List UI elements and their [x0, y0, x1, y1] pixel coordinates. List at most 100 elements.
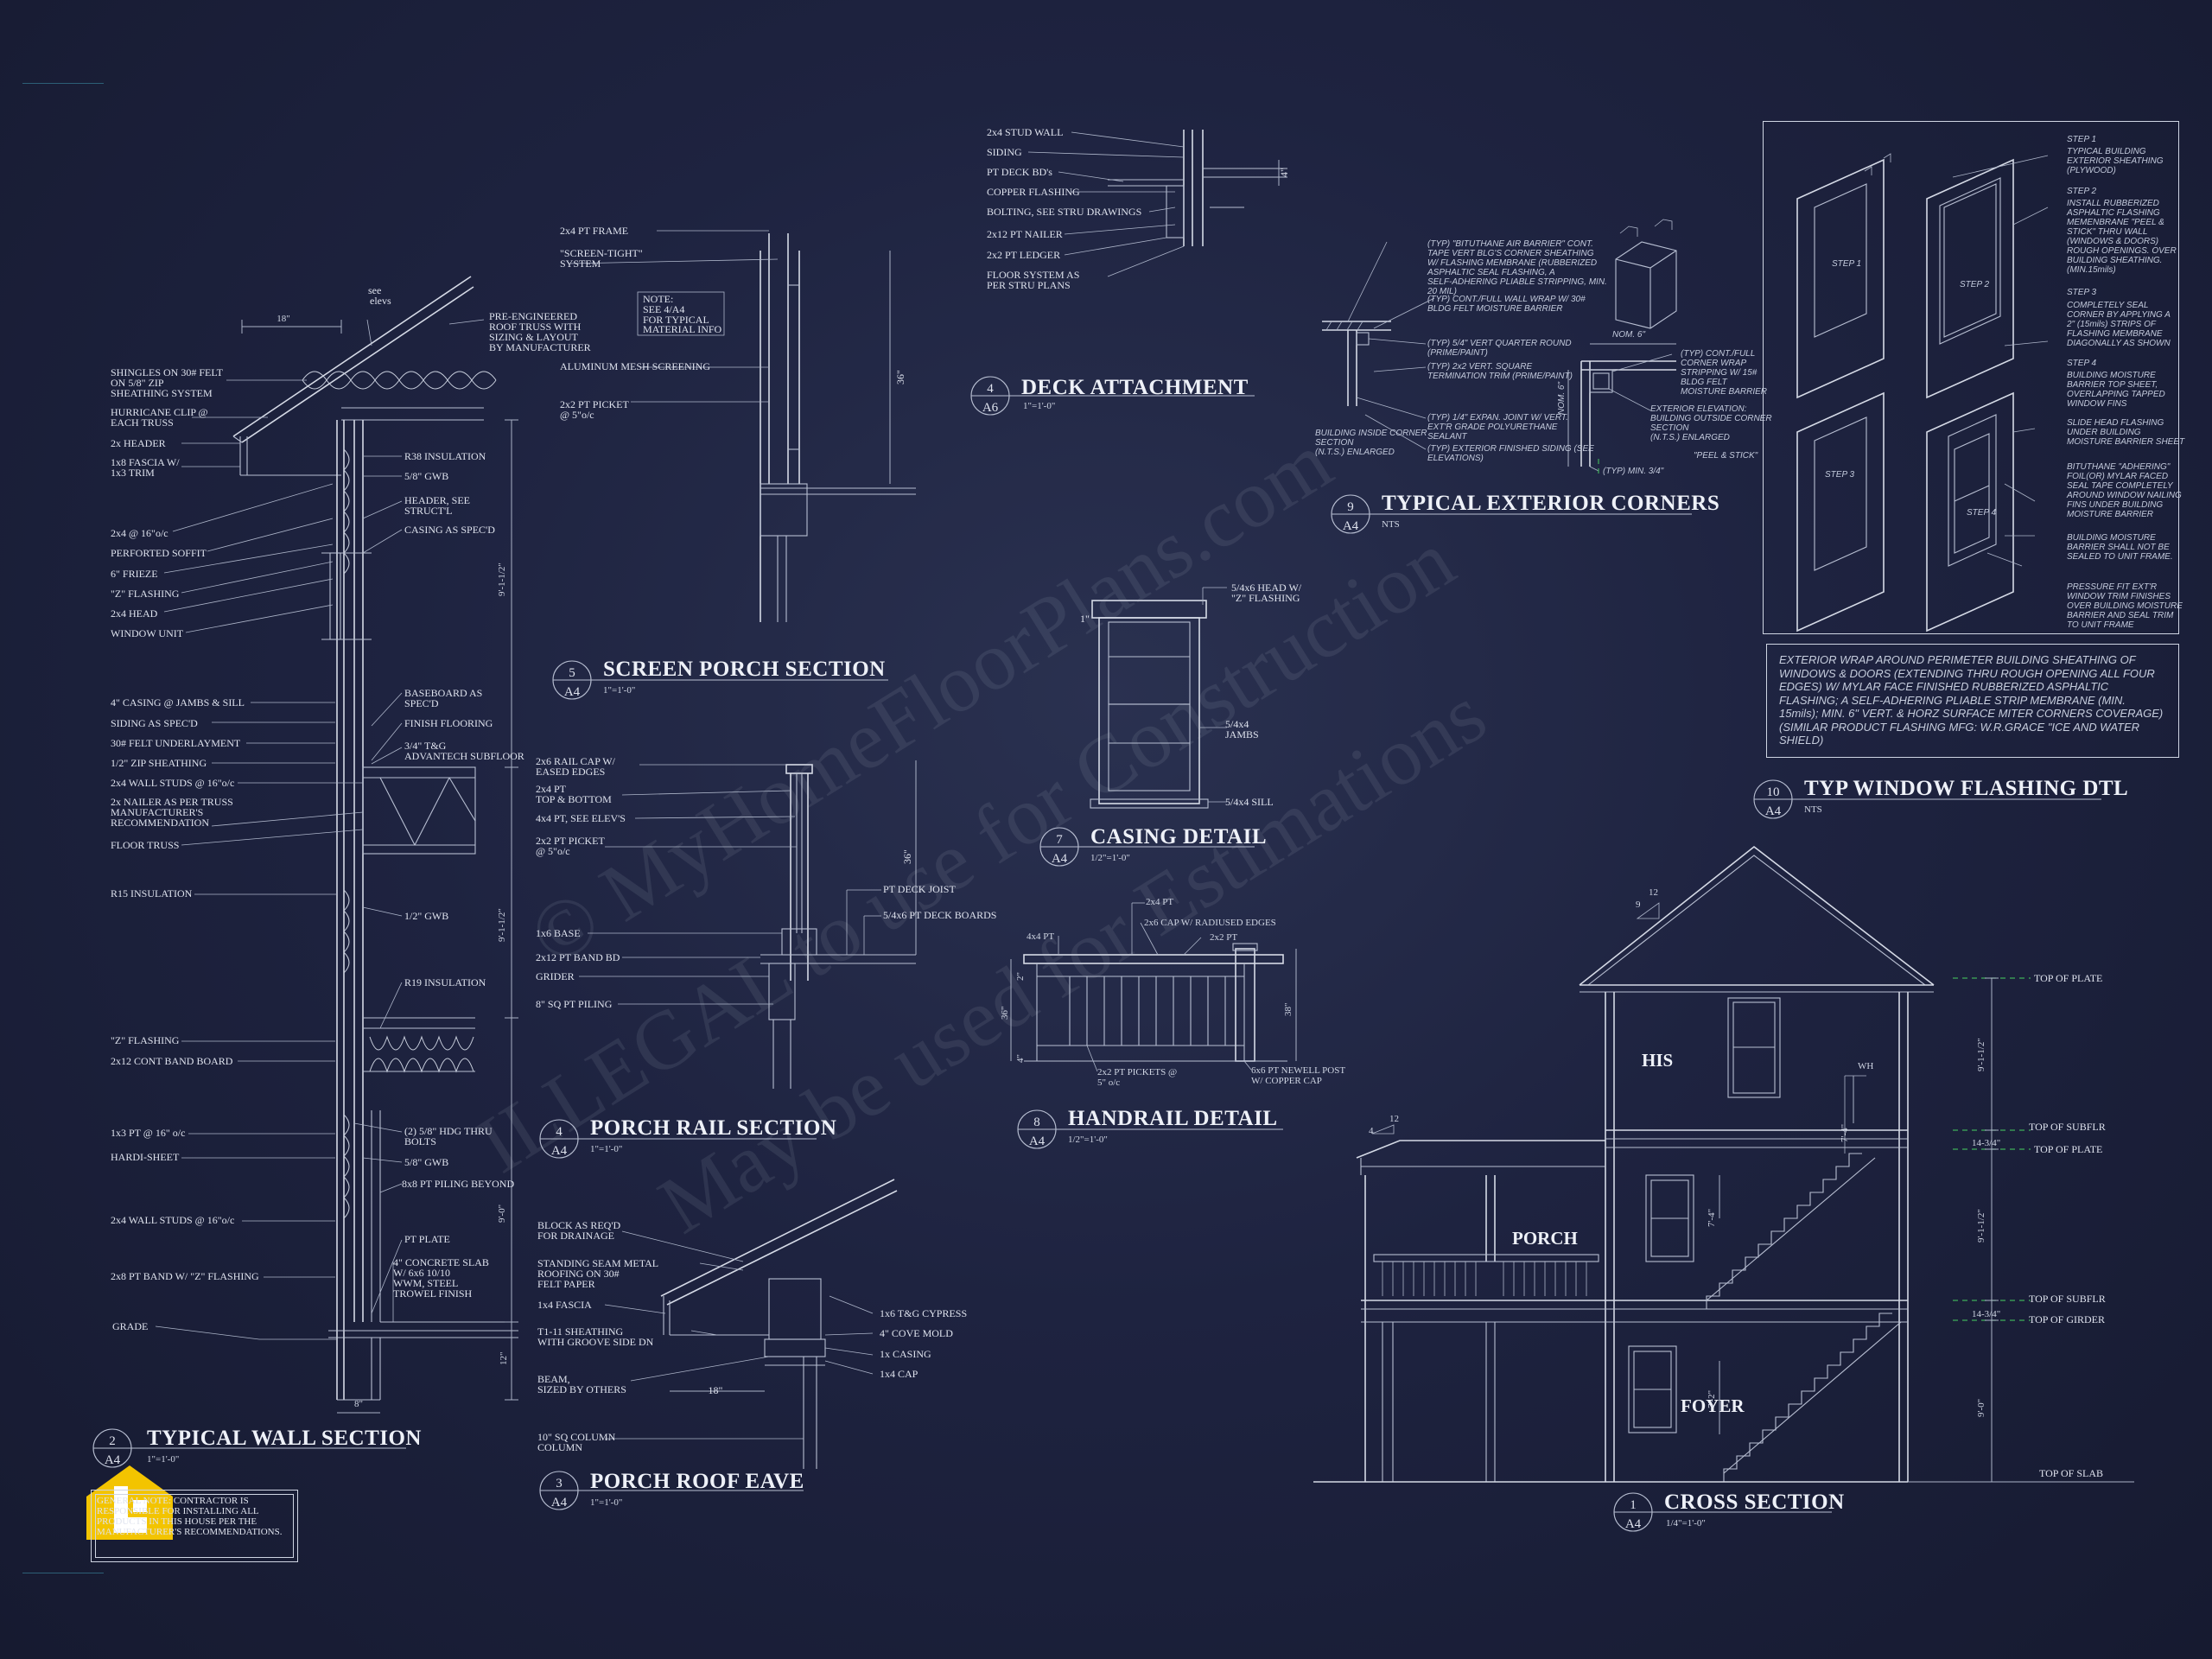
cross-dimension: 9'-1-1/2" — [1976, 1209, 1986, 1243]
level-label: TOP OF PLATE — [2034, 1143, 2102, 1155]
detail-title: TYPICAL EXTERIOR CORNERS — [1382, 492, 1719, 515]
house-logo-icon — [86, 1465, 173, 1540]
exterior-corners — [1322, 219, 1677, 474]
window-step-text: TO UNIT FRAME — [2067, 620, 2134, 630]
screen-porch-label: 2x4 PT FRAME — [560, 225, 628, 237]
detail-title: PORCH ROOF EAVE — [590, 1470, 804, 1493]
window-step-text: ASPHALTIC FLASHING — [2066, 208, 2160, 218]
wall-label-right: 5/8" GWB — [404, 470, 448, 482]
wall-label-right: 1/2" GWB — [404, 910, 448, 922]
handrail-label: 38" — [1283, 1003, 1294, 1017]
wall-label-left: 1x3 PT @ 16" o/c — [111, 1127, 185, 1139]
wall-label-right: 4" CONCRETE SLAB — [393, 1256, 489, 1268]
porch-eave-label: ROOFING ON 30# — [537, 1268, 620, 1280]
window-iso-label: STEP 3 — [1825, 470, 1855, 480]
wall-label-left: 2x NAILER AS PER TRUSS — [111, 796, 233, 808]
deck-label: COPPER FLASHING — [987, 186, 1080, 198]
porch-eave-label: 18" — [709, 1384, 723, 1396]
window-step-text: STICK" THRU WALL — [2067, 227, 2147, 237]
wall-label-left: MANUFACTURER'S — [111, 806, 203, 818]
window-step-text: UNDER BUILDING — [2067, 428, 2141, 437]
porch-eave-label: 1x6 T&G CYPRESS — [880, 1307, 967, 1319]
handrail-label: 4" — [1015, 1054, 1026, 1063]
casing-label: 1" — [1080, 613, 1090, 625]
wall-label-right: CASING AS SPEC'D — [404, 524, 495, 536]
corner-label: TERMINATION TRIM (PRIME/PAINT) — [1427, 372, 1573, 381]
handrail-label: W/ COPPER CAP — [1251, 1076, 1322, 1086]
deck-label: PT DECK BD's — [987, 166, 1052, 178]
wall-label-right: BASEBOARD AS — [404, 687, 482, 699]
level-label: TOP OF SUBFLR — [2029, 1293, 2106, 1305]
wall-label-left: WINDOW UNIT — [111, 627, 184, 639]
detail-number: 2 — [109, 1434, 116, 1448]
screen-porch-label: SYSTEM — [560, 257, 601, 270]
window-step-text: BUILDING MOISTURE — [2067, 371, 2156, 380]
porch-eave-label: BEAM, — [537, 1373, 570, 1385]
wall-label-left: R15 INSULATION — [111, 887, 193, 899]
cross-dimension: 9'-1-1/2" — [1976, 1038, 1986, 1071]
roof-pitch-label: 12 — [1649, 887, 1658, 898]
roof-pitch-label: 12 — [1389, 1114, 1399, 1124]
wall-label-left: ON 5/8" ZIP — [111, 377, 164, 389]
wall-label-right: elevs — [370, 295, 391, 307]
handrail-label: 4x4 PT — [1027, 931, 1054, 942]
corner-label: (TYP) CONT./FULL WALL WRAP W/ 30# — [1427, 295, 1586, 304]
cross-dimension: 14-3/4" — [1972, 1309, 2000, 1319]
corner-label: EXTERIOR ELEVATION: — [1650, 404, 1747, 414]
window-step-text: SLIDE HEAD FLASHING — [2067, 418, 2164, 428]
window-step-text: DIAGONALLY AS SHOWN — [2067, 339, 2171, 348]
porch-rail-section — [579, 760, 917, 1089]
porch-rail-label: 36" — [901, 849, 913, 864]
window-step-text: AROUND WINDOW NAILING — [2066, 491, 2182, 500]
deck-attachment — [1027, 130, 1287, 277]
window-step-text: BARRIER TOP SHEET, — [2067, 380, 2158, 390]
casing-label: 5/4x6 HEAD W/ — [1231, 582, 1302, 594]
window-step-text: BUILDING MOISTURE — [2067, 533, 2156, 543]
porch-rail-label: 8" SQ PT PILING — [536, 998, 613, 1010]
window-step-text: EXTERIOR SHEATHING — [2067, 156, 2164, 166]
deck-label: BOLTING, SEE STRU DRAWINGS — [987, 206, 1141, 218]
handrail-label: 2x6 CAP W/ RADIUSED EDGES — [1144, 918, 1276, 928]
window-iso-label: STEP 4 — [1967, 508, 1997, 518]
wall-label-left: RECOMMENDATION — [111, 817, 209, 829]
corner-label: (N.T.S.) ENLARGED — [1315, 448, 1395, 457]
detail-title: CASING DETAIL — [1090, 825, 1267, 849]
screen-porch-label: ALUMINUM MESH SCREENING — [560, 360, 710, 372]
window-step-text: MOISTURE BARRIER — [2067, 510, 2153, 519]
wall-label-left: 2x12 CONT BAND BOARD — [111, 1055, 233, 1067]
wall-label-right: STRUCT'L — [404, 505, 453, 517]
window-step-text: MEMENBRANE "PEEL & — [2067, 218, 2164, 227]
window-step-text: BARRIER AND SEAL TRIM — [2067, 611, 2174, 620]
detail-sheet-ref: A4 — [564, 685, 581, 699]
corner-label: BUILDING OUTSIDE CORNER — [1650, 414, 1772, 423]
screen-porch-label: "SCREEN-TIGHT" — [560, 247, 643, 259]
detail-scale: 1/2"=1'-0" — [1090, 853, 1130, 863]
wall-label-left: PERFORTED SOFFIT — [111, 547, 207, 559]
detail-number: 3 — [556, 1477, 563, 1491]
room-label: HIS — [1642, 1050, 1673, 1071]
window-step-text: WINDOW TRIM FINISHES — [2067, 592, 2171, 601]
detail-number: 10 — [1767, 785, 1780, 799]
wall-label-right: 3/4" T&G — [404, 740, 447, 752]
detail-sheet-ref: A6 — [982, 401, 999, 415]
detail-number: 1 — [1630, 1498, 1637, 1512]
corner-label: EXT'R GRADE POLYURETHANE — [1427, 423, 1558, 432]
detail-title: CROSS SECTION — [1664, 1491, 1845, 1514]
roof-pitch-label: 9 — [1636, 899, 1641, 910]
window-step-text: CORNER BY APPLYING A — [2067, 310, 2171, 320]
detail-bubbles — [92, 376, 2101, 1532]
detail-title: TYPICAL WALL SECTION — [147, 1427, 422, 1450]
corner-label: NOM. 6" — [1612, 330, 1645, 340]
handrail-label: 5" o/c — [1097, 1077, 1120, 1088]
window-step-text: COMPLETELY SEAL — [2067, 301, 2149, 310]
window-step-text: BARRIER SHALL NOT BE — [2067, 543, 2170, 552]
level-label: TOP OF SUBFLR — [2029, 1121, 2106, 1133]
deck-label: SIDING — [987, 146, 1022, 158]
screen-porch-label: @ 5"o/c — [560, 409, 594, 421]
wall-label-right: ADVANTECH SUBFLOOR — [404, 750, 524, 762]
level-label: TOP OF SLAB — [2039, 1467, 2103, 1479]
wall-dimension: 9'-0" — [497, 1205, 507, 1223]
